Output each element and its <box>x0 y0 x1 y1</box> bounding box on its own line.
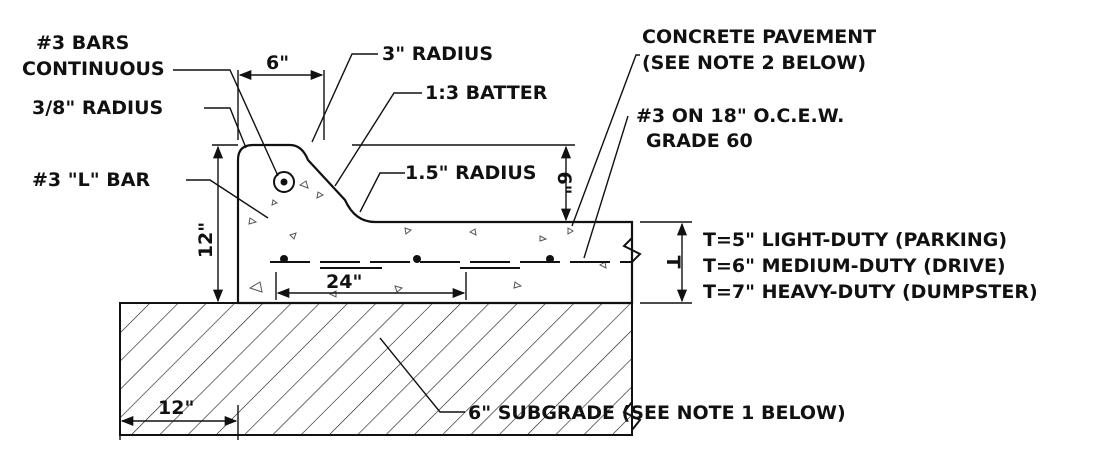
leader-subgrade <box>379 337 465 413</box>
dim-curb-height: 12" <box>195 144 238 303</box>
label-bars-continuous-line1: #3 BARS <box>36 32 129 54</box>
rebar-dot <box>546 255 554 263</box>
curb-and-pavement-outline <box>236 143 634 305</box>
dim-subgrade-extension-label: 12" <box>158 397 194 419</box>
dim-thickness-label: T <box>662 256 684 269</box>
label-bars-continuous-line2: CONTINUOUS <box>22 58 165 80</box>
leader-radius-3-8in <box>204 107 247 149</box>
dim-lap-label: 24" <box>326 271 362 293</box>
label-thickness-heavy: T=7" HEAVY-DUTY (DUMPSTER) <box>703 281 1038 303</box>
label-rebar-spacing-line1: #3 ON 18" O.C.E.W. <box>636 105 844 127</box>
label-radius-1-5in: 1.5" RADIUS <box>405 162 536 184</box>
leader-bars-continuous <box>173 69 279 177</box>
rebar-dot <box>280 255 288 263</box>
label-batter: 1:3 BATTER <box>425 82 548 104</box>
label-thickness-light: T=5" LIGHT-DUTY (PARKING) <box>703 229 1007 251</box>
dim-curb-width: 6" <box>237 52 325 140</box>
label-subgrade: 6" SUBGRADE (SEE NOTE 1 BELOW) <box>468 402 846 424</box>
leader-concrete-pavement <box>571 54 640 227</box>
pavement-break-line <box>622 222 642 303</box>
label-concrete-pavement-line1: CONCRETE PAVEMENT <box>642 26 876 48</box>
label-l-bar: #3 "L" BAR <box>32 169 150 191</box>
continuous-bar-dot <box>280 178 288 186</box>
label-concrete-pavement-line2: (SEE NOTE 2 BELOW) <box>642 52 866 74</box>
leader-batter <box>334 92 422 187</box>
dim-curb-height-label: 12" <box>195 222 217 258</box>
label-thickness-medium: T=6" MEDIUM-DUTY (DRIVE) <box>703 255 1006 277</box>
dim-thickness: T <box>640 221 692 304</box>
leader-rebar-spacing <box>583 115 629 259</box>
dim-lap: 24" <box>275 271 467 300</box>
leader-radius-3in <box>311 53 378 143</box>
subgrade-break-line <box>622 303 642 435</box>
continuous-bar-symbol <box>273 171 295 193</box>
dim-curb-rise: 6" <box>352 144 575 222</box>
dim-subgrade-extension: 12" <box>119 397 239 440</box>
label-radius-3in: 3" RADIUS <box>382 43 493 65</box>
label-radius-3-8in: 3/8" RADIUS <box>32 97 163 119</box>
dim-curb-width-label: 6" <box>266 52 289 74</box>
rebar-dot <box>413 255 421 263</box>
leader-radius-1-5in <box>359 172 405 213</box>
dim-curb-rise-label: 6" <box>553 171 575 194</box>
leader-l-bar <box>186 179 269 219</box>
subgrade-block <box>119 302 633 436</box>
label-rebar-spacing-line2: GRADE 60 <box>646 130 753 152</box>
